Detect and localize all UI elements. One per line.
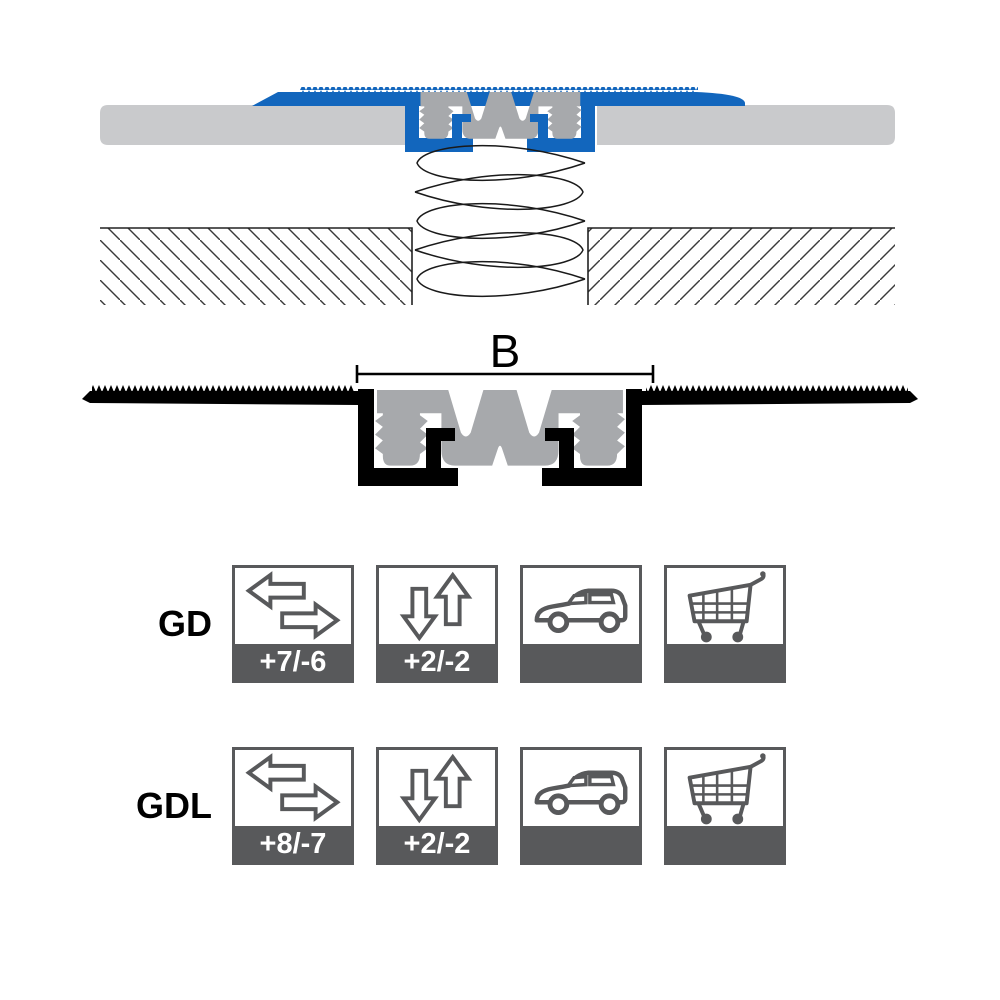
floor-covering-left <box>100 105 405 145</box>
car-icon <box>523 568 639 644</box>
wing-serration-left <box>92 385 354 391</box>
concrete-substrate <box>100 227 895 305</box>
spec-row-gdl: +8/-7 +2/-2 <box>232 747 786 865</box>
joint-filler-loops <box>414 145 586 297</box>
movement-value: +8/-7 <box>259 827 327 860</box>
spec-card-car-traffic <box>520 747 642 865</box>
post-right-tab <box>545 428 559 441</box>
value-band <box>667 644 783 680</box>
frame-wall-right <box>581 92 595 150</box>
value-band: +2/-2 <box>379 826 495 862</box>
frame-bottom-right <box>527 138 595 152</box>
installed-section-drawing <box>100 87 895 305</box>
vertical-arrows-icon <box>379 750 495 826</box>
post-left <box>452 114 462 140</box>
shopping-cart-icon <box>667 568 783 644</box>
post-left <box>426 428 441 468</box>
spec-row-gd: +7/-6 +2/-2 <box>232 565 786 683</box>
vertical-arrows-icon <box>379 568 495 644</box>
profile-wing-left <box>82 391 358 405</box>
concrete-right-border <box>587 227 895 305</box>
horizontal-arrows-icon <box>235 750 351 826</box>
frame-wall-left <box>405 92 419 150</box>
value-band: +7/-6 <box>235 644 351 680</box>
spec-card-movement-horizontal: +7/-6 <box>232 565 354 683</box>
movement-value: +7/-6 <box>259 645 327 678</box>
profile-retention-posts <box>426 428 574 468</box>
frame-retention-posts <box>452 114 548 140</box>
dimension-B: B <box>355 325 655 383</box>
row-label-gdl: GDL <box>136 785 212 826</box>
movement-value: +2/-2 <box>403 827 471 860</box>
concrete-left-border <box>100 227 413 305</box>
dimension-label: B <box>490 325 521 377</box>
profile-section-drawing: B <box>82 325 918 486</box>
loop <box>416 261 586 297</box>
post-right <box>559 428 574 468</box>
spec-card-shopping-cart <box>664 565 786 683</box>
spec-card-movement-horizontal: +8/-7 <box>232 747 354 865</box>
horizontal-arrows-icon <box>235 568 351 644</box>
rubber-insert-bottom <box>375 390 625 466</box>
value-band: +2/-2 <box>379 644 495 680</box>
technical-drawing: B <box>82 87 918 486</box>
movement-value: +2/-2 <box>403 645 471 678</box>
profile-frame <box>82 385 918 486</box>
spec-card-movement-vertical: +2/-2 <box>376 565 498 683</box>
post-left-tab <box>462 114 471 122</box>
value-band: +8/-7 <box>235 826 351 862</box>
row-label-gd: GD <box>158 603 212 644</box>
spec-card-shopping-cart <box>664 747 786 865</box>
post-right <box>538 114 548 140</box>
post-left-tab <box>441 428 455 441</box>
adhesive-serrated-edge <box>300 87 698 93</box>
loop <box>414 232 584 268</box>
spec-card-car-traffic <box>520 565 642 683</box>
frame-right <box>542 389 642 486</box>
wing-serration-right <box>646 385 908 391</box>
profile-wing-right <box>642 391 918 405</box>
value-band <box>667 826 783 862</box>
loop <box>416 145 586 181</box>
spec-card-movement-vertical: +2/-2 <box>376 747 498 865</box>
concrete-left <box>100 228 412 305</box>
loop <box>416 203 586 239</box>
frame-bottom-left <box>405 138 473 152</box>
concrete-right <box>588 228 895 305</box>
loop <box>414 174 584 210</box>
floor-covering-right <box>597 105 895 145</box>
post-right-tab <box>530 114 539 122</box>
frame-left <box>358 389 458 486</box>
rubber-insert-top <box>419 92 582 139</box>
car-icon <box>523 750 639 826</box>
value-band <box>523 826 639 862</box>
value-band <box>523 644 639 680</box>
shopping-cart-icon <box>667 750 783 826</box>
